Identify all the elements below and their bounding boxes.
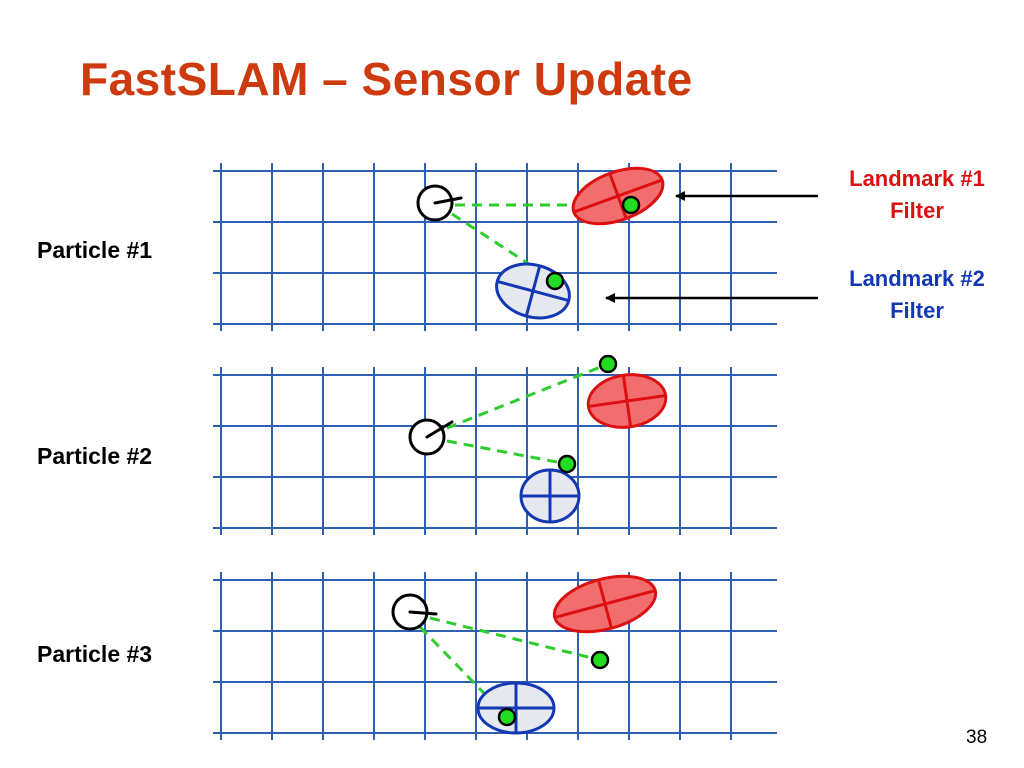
page-number: 38 [966,727,988,748]
robot-heading-line [408,610,438,616]
landmark-2-ellipse [495,262,571,320]
landmark-2-ellipse-minor-axis [524,265,542,317]
landmark-1-filter-label: Landmark #1 Filter [807,163,1024,227]
measurement-point-landmark-1 [598,354,618,374]
landmark-1-ellipse [586,373,668,429]
grid-panel-1 [213,163,777,331]
measurement-point-landmark-2 [497,707,517,727]
landmark-2-label-line1: Landmark #2 [849,266,985,291]
slide-title: FastSLAM – Sensor Update [80,53,693,105]
landmark-1-ellipse-minor-axis [621,375,633,427]
robot-heading-line [433,196,463,205]
particle-3-group [391,574,658,735]
landmark-2-ellipse [519,468,581,524]
measurement-point-landmark-1 [621,195,641,215]
landmark-1-label-line1: Landmark #1 [849,166,985,191]
measurement-line-landmark-1 [446,362,609,430]
landmark-1-ellipse-minor-axis [608,172,628,220]
robot-heading-line [425,420,454,439]
landmark-2-label-line2: Filter [890,298,944,323]
measurement-line-landmark-1 [429,616,601,662]
measurement-point-landmark-2 [545,271,565,291]
landmark-1-ellipse-minor-axis [597,579,613,629]
particle-1-label: Particle #1 [37,237,153,263]
landmark-2-filter-label: Landmark #2 Filter [807,263,1024,327]
landmark-1-label-line2: Filter [890,198,944,223]
particle-2-label: Particle #2 [37,443,153,469]
particle-1-group [416,166,665,320]
measurement-line-landmark-2 [446,439,568,466]
measurement-point-landmark-1 [590,650,610,670]
landmark-2-ellipse [476,681,556,735]
particle-2-group [408,354,668,524]
particle-elements [391,166,668,735]
landmark-1-ellipse [552,574,658,634]
grid-panel-3 [213,572,777,740]
grid-group [213,163,777,740]
particle-3-label: Particle #3 [37,641,153,667]
measurement-point-landmark-2 [557,454,577,474]
grid-panel-2 [213,367,777,535]
landmark-1-ellipse [571,166,665,226]
